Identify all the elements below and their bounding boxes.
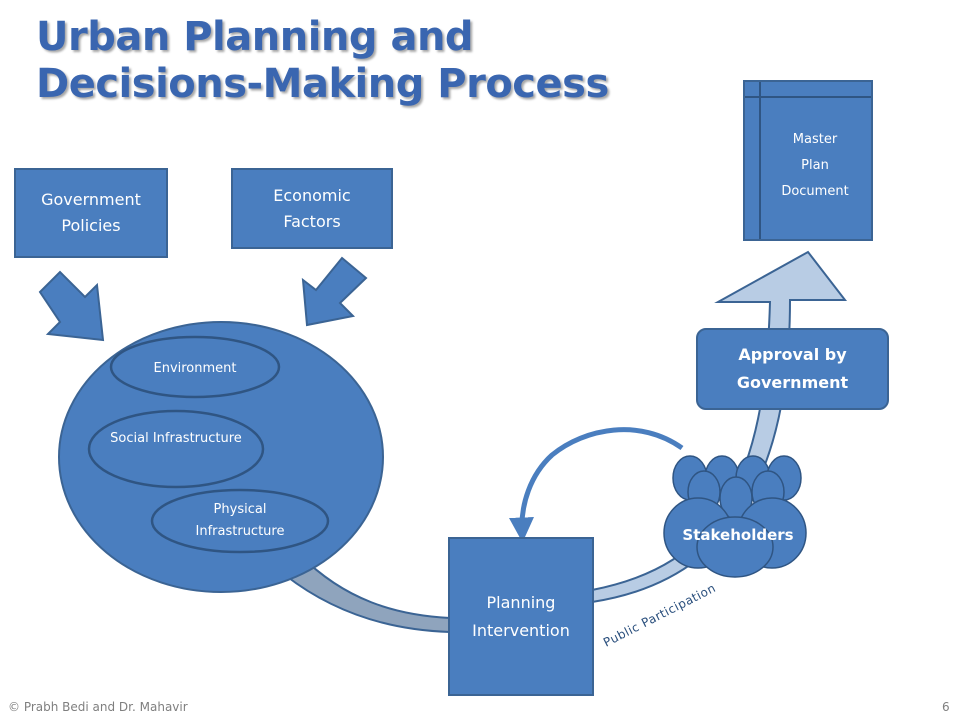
document-top-line (745, 96, 871, 98)
page-title: Urban Planning and Decisions-Making Proc… (36, 14, 609, 108)
title-line-1: Urban Planning and (36, 14, 474, 60)
economic-factors-label: Economic Factors (273, 185, 351, 231)
economic-factors-arrow (301, 256, 368, 327)
stakeholders-people-icon (663, 455, 807, 578)
planning-intervention-label: Planning Intervention (472, 592, 570, 640)
planning-intervention-box: Planning Intervention (448, 537, 594, 696)
physical-infrastructure-ellipse (150, 488, 330, 554)
master-plan-label: Master Plan Document (781, 131, 849, 199)
feedback-arrow (509, 427, 684, 543)
social-infrastructure-label: Social Infrastructure (110, 431, 242, 446)
economic-factors-box: Economic Factors (231, 168, 393, 249)
title-line-2: Decisions-Making Process (36, 61, 609, 107)
social-infrastructure-ellipse (87, 409, 265, 489)
government-policies-label: Government Policies (41, 190, 141, 235)
document-spine (759, 82, 761, 239)
approval-box: Approval by Government (696, 328, 889, 410)
copyright-footer: © Prabh Bedi and Dr. Mahavir (8, 700, 188, 714)
gov-policies-arrow (38, 270, 105, 342)
stakeholders-label: Stakeholders (682, 526, 793, 544)
government-policies-box: Government Policies (14, 168, 168, 258)
environment-label: Environment (153, 361, 236, 376)
environment-ellipse (109, 335, 281, 399)
approval-label: Approval by Government (736, 345, 849, 392)
physical-infrastructure-label: Physical Infrastructure (195, 502, 285, 539)
master-plan-document: Master Plan Document (743, 80, 873, 241)
page-number: 6 (942, 700, 950, 714)
